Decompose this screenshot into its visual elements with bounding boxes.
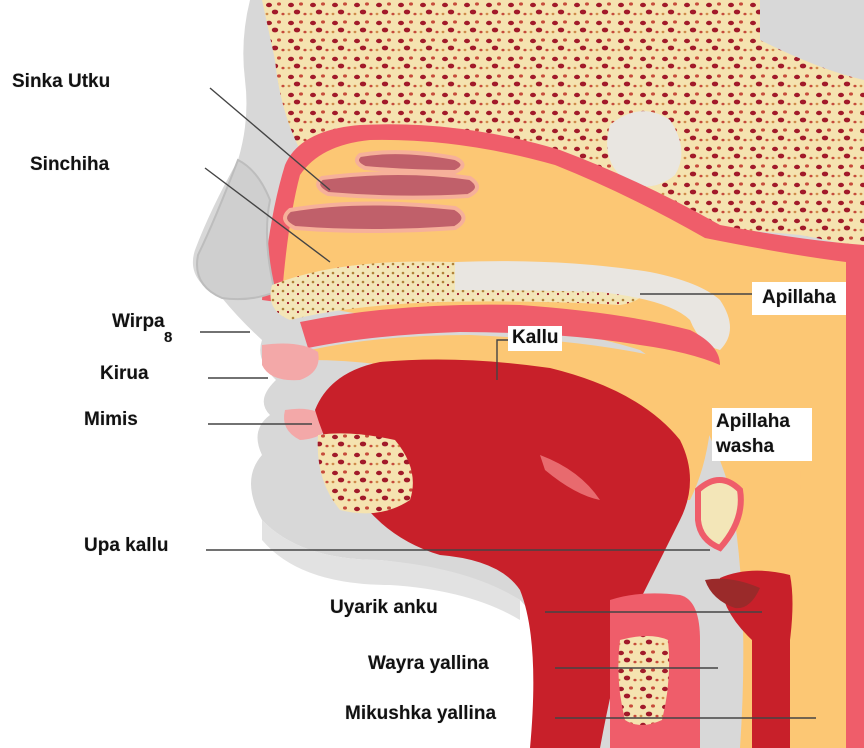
label-kallu: Kallu xyxy=(508,326,562,351)
label-mikushka-yallina: Mikushka yallina xyxy=(345,704,496,725)
stray-number-label: 8 xyxy=(164,330,172,347)
label-sinka-utku: Sinka Utku xyxy=(12,72,110,93)
concha-lower xyxy=(285,203,463,231)
label-uyarik-anku: Uyarik anku xyxy=(330,598,438,619)
label-wayra-yallina: Wayra yallina xyxy=(368,654,489,675)
concha-middle xyxy=(318,173,477,198)
concha-upper xyxy=(357,152,463,172)
label-apillaha-washa: Apillaha washa xyxy=(712,408,812,461)
label-kirua: Kirua xyxy=(100,364,149,385)
label-mimis: Mimis xyxy=(84,410,138,431)
label-upa-kallu: Upa kallu xyxy=(84,536,168,557)
label-sinchiha: Sinchiha xyxy=(30,155,109,176)
label-wirpa: Wirpa xyxy=(112,312,165,333)
label-apillaha: Apillaha xyxy=(752,282,846,315)
vertebra xyxy=(618,636,669,725)
